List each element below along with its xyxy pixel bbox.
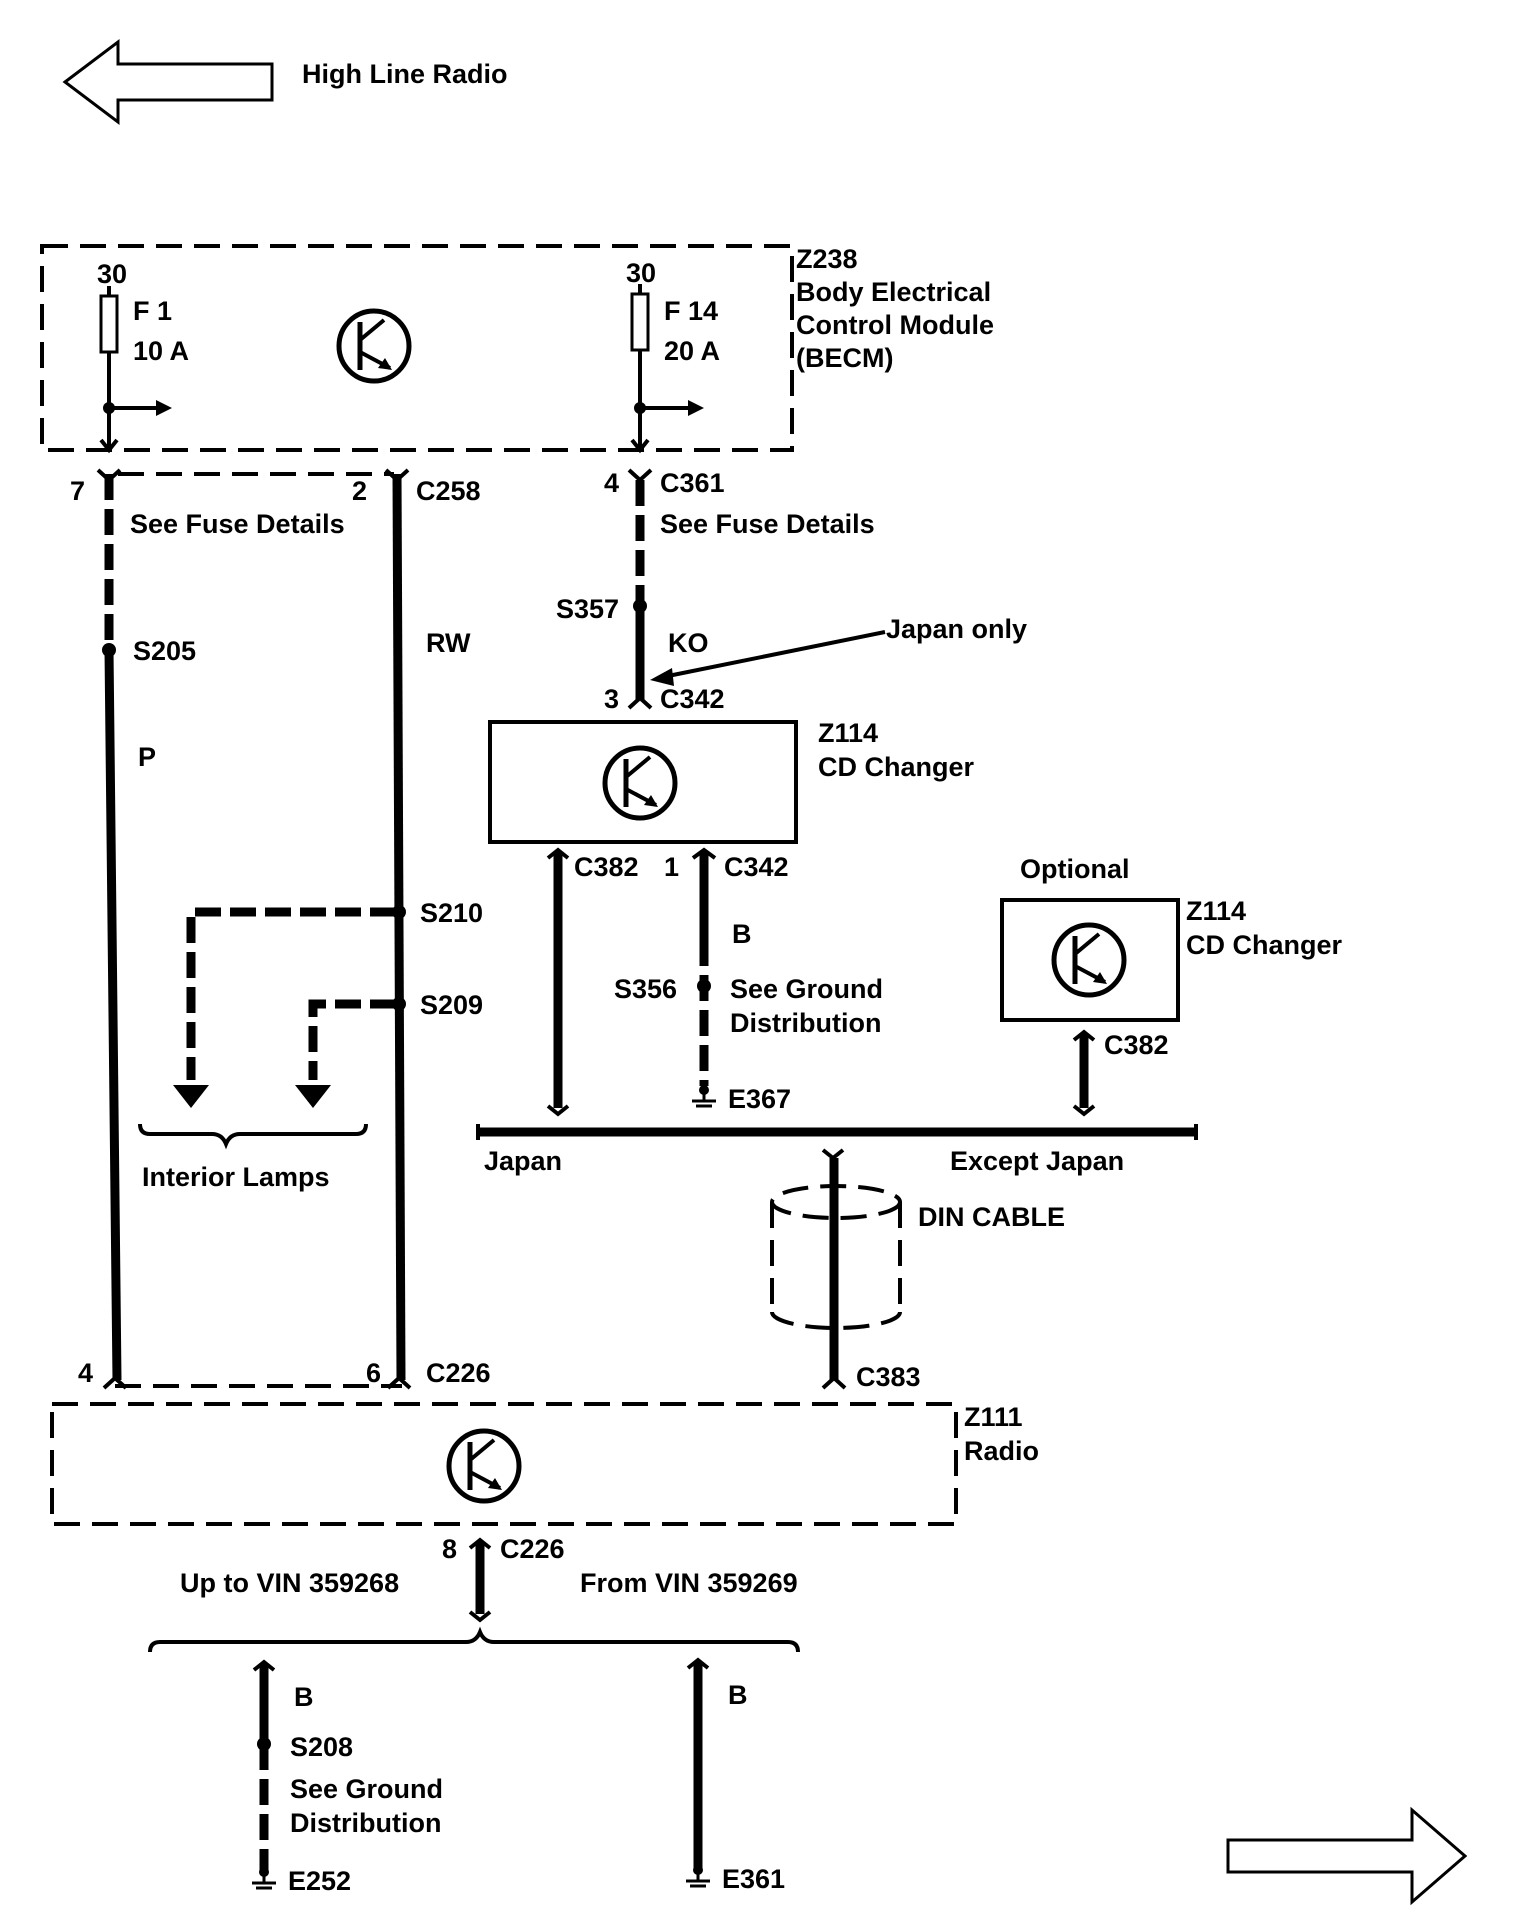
- ground-e361: E361: [722, 1864, 785, 1894]
- wire-color-b2: B: [294, 1682, 314, 1712]
- connector-c226-a: C226: [426, 1358, 491, 1388]
- cd-changer-1-id: Z114: [818, 718, 878, 748]
- ground-icon: [690, 1083, 718, 1108]
- splice-dot: [102, 643, 116, 657]
- fuse1-name: F 1: [133, 296, 172, 326]
- connector-c226-b: C226: [500, 1534, 565, 1564]
- pin-4-top: 4: [604, 468, 619, 498]
- splice-s357: S357: [556, 594, 619, 624]
- ground-icon: [684, 1863, 712, 1888]
- optional-label: Optional: [1020, 854, 1130, 884]
- wire-color-b3: B: [728, 1680, 748, 1710]
- fuse2-terminal: 30: [626, 258, 656, 288]
- wire-radio-ground: [148, 1537, 800, 1653]
- pin-1: 1: [664, 852, 679, 882]
- radio-module: [50, 1402, 958, 1526]
- ground-e252: E252: [288, 1866, 351, 1896]
- becm-name-line2: Control Module: [796, 310, 994, 340]
- transistor-icon: [339, 311, 409, 381]
- splice-s205: S205: [133, 636, 196, 666]
- ground-dist-2-line2: Distribution: [290, 1808, 441, 1838]
- wire-b-ground-3: [684, 1657, 712, 1888]
- pin-4-bottom: 4: [78, 1358, 93, 1388]
- radio-id: Z111: [964, 1402, 1023, 1432]
- fuse2-name: F 14: [664, 296, 718, 326]
- wire-color-p: P: [138, 742, 156, 772]
- wire-rw: [138, 468, 412, 1390]
- wire-color-ko: KO: [668, 628, 709, 658]
- splice-s208: S208: [290, 1732, 353, 1762]
- page-title: High Line Radio: [302, 59, 508, 89]
- connector-c258: C258: [416, 476, 481, 506]
- radio-name: Radio: [964, 1436, 1039, 1466]
- din-cable-label: DIN CABLE: [918, 1202, 1065, 1232]
- connector-c342-top: C342: [660, 684, 725, 714]
- cd-changer-1-name: CD Changer: [818, 752, 975, 782]
- splice-dot: [697, 979, 711, 993]
- splice-s209: S209: [420, 990, 483, 1020]
- pin-2: 2: [352, 476, 367, 506]
- pin-6: 6: [366, 1358, 381, 1388]
- connector-c382-a: C382: [574, 852, 639, 882]
- back-arrow-icon[interactable]: [62, 38, 274, 126]
- fuse1-terminal: 30: [97, 259, 127, 289]
- ground-icon: [250, 1865, 278, 1890]
- fuse-icon: [630, 292, 650, 352]
- pin-8: 8: [442, 1534, 457, 1564]
- up-to-vin-label: Up to VIN 359268: [180, 1568, 399, 1598]
- ground-dist-2-line1: See Ground: [290, 1774, 443, 1804]
- becm-module: [40, 244, 794, 454]
- ground-dist-1-line2: Distribution: [730, 1008, 881, 1038]
- cd-changer-module: [488, 720, 798, 844]
- except-japan-label: Except Japan: [950, 1146, 1124, 1176]
- wire-color-rw: RW: [426, 628, 471, 658]
- fuse-icon: [99, 294, 119, 354]
- cd-changer-2-name: CD Changer: [1186, 930, 1343, 960]
- becm-name-line1: Body Electrical: [796, 277, 991, 307]
- ground-e367: E367: [728, 1084, 791, 1114]
- japan-label: Japan: [484, 1146, 562, 1176]
- splice-s210: S210: [420, 898, 483, 928]
- fuse-details-2: See Fuse Details: [660, 509, 875, 539]
- wire-color-b1: B: [732, 919, 752, 949]
- forward-arrow-icon[interactable]: [1226, 1806, 1468, 1906]
- becm-id: Z238: [796, 244, 858, 274]
- wire-b-ground-1: [690, 847, 718, 1108]
- japan-only-note: Japan only: [886, 614, 1027, 644]
- din-cable-icon: [770, 1158, 902, 1390]
- wire-p: [96, 468, 128, 1390]
- wire-b-ground-2: [250, 1659, 278, 1890]
- connector-c382-b: C382: [1104, 1030, 1169, 1060]
- transistor-icon: [1054, 925, 1124, 995]
- connector-c361: C361: [660, 468, 725, 498]
- wire-c382-japan: [546, 847, 570, 1117]
- fuse1-rating: 10 A: [133, 336, 189, 366]
- cd-changer-optional-module: [1000, 898, 1180, 1117]
- ground-dist-1-line1: See Ground: [730, 974, 883, 1004]
- connector-c342-b: C342: [724, 852, 789, 882]
- becm-name-line3: (BECM): [796, 343, 893, 373]
- splice-dot: [633, 599, 647, 613]
- cd-changer-2-id: Z114: [1186, 896, 1246, 926]
- connector-c383: C383: [856, 1362, 921, 1392]
- splice-s356: S356: [614, 974, 677, 1004]
- wire-ko: [627, 468, 886, 710]
- pin-3: 3: [604, 684, 619, 714]
- interior-lamps-label: Interior Lamps: [142, 1162, 330, 1192]
- fuse-details-1: See Fuse Details: [130, 509, 345, 539]
- pin-7: 7: [70, 476, 85, 506]
- transistor-icon: [449, 1431, 519, 1501]
- fuse2-rating: 20 A: [664, 336, 720, 366]
- splice-dot: [257, 1737, 271, 1751]
- transistor-icon: [605, 748, 675, 818]
- from-vin-label: From VIN 359269: [580, 1568, 798, 1598]
